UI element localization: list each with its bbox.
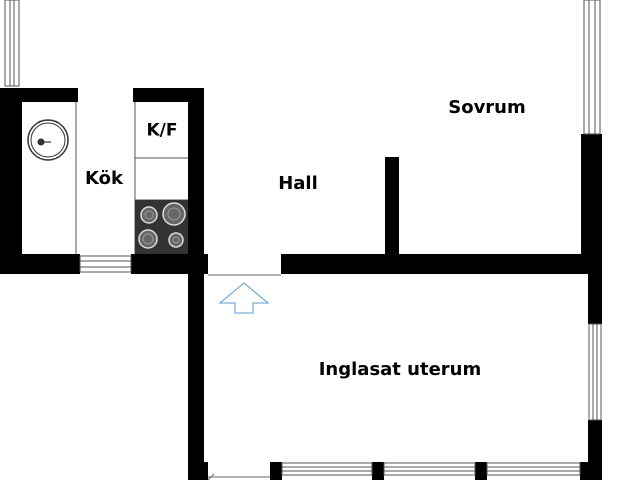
appliance-label-kf: K/F	[146, 120, 178, 141]
window-top-left	[4, 0, 20, 87]
wall-kitchen-top-left	[0, 88, 78, 102]
window-post-3	[475, 462, 487, 480]
windows	[4, 0, 602, 476]
walls	[0, 88, 602, 480]
wall-sunroom-left	[188, 274, 204, 480]
wall-kitchen-top-right	[133, 88, 203, 102]
wall-sunroom-bottom-left	[188, 462, 208, 480]
room-label-kok: Kök	[85, 168, 123, 189]
wall-kitchen-bottom-left	[0, 254, 80, 274]
window-sunroom-bottom-3	[486, 462, 581, 476]
sink-icon	[27, 119, 69, 161]
door-openings	[207, 274, 281, 480]
window-post-1	[270, 462, 282, 480]
wall-sunroom-right-upper	[588, 274, 602, 324]
window-sunroom-right	[588, 323, 602, 421]
stove-icon	[135, 200, 188, 254]
window-kitchen	[79, 255, 132, 273]
wall-kitchen-right	[188, 88, 204, 274]
window-top-right	[583, 0, 601, 135]
window-sunroom-bottom-2	[383, 462, 476, 476]
wall-sunroom-bottom-right	[580, 462, 602, 480]
wall-hall-bottom	[281, 254, 602, 274]
room-label-hall: Hall	[278, 173, 318, 194]
window-post-2	[372, 462, 384, 480]
wall-kitchen-bottom-right	[131, 254, 208, 274]
wall-right-upper	[581, 134, 602, 274]
entry-arrow-icon	[218, 282, 270, 314]
window-sunroom-bottom-1	[281, 462, 373, 476]
wall-partition-stub	[385, 157, 399, 257]
room-label-sovrum: Sovrum	[448, 97, 526, 118]
wall-kitchen-left	[0, 88, 22, 274]
room-label-uterum: Inglasat uterum	[318, 359, 482, 380]
